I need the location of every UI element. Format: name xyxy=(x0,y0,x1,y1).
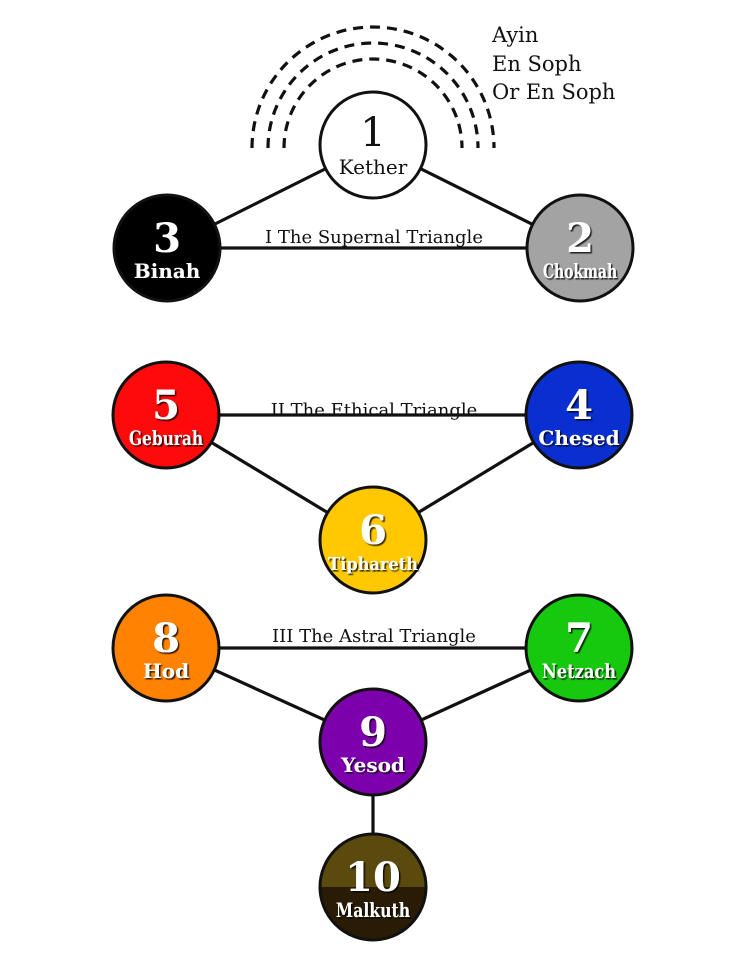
sephirah-number: 1 xyxy=(360,110,385,156)
sephirah-circle xyxy=(524,593,634,703)
sephirah-number: 2 xyxy=(566,215,594,262)
sephirah-name: Chokmah xyxy=(543,259,618,283)
sephirah-number: 7 xyxy=(565,615,593,662)
veil-label-or-en-soph: Or En Soph xyxy=(492,80,615,104)
sephirah-number: 5 xyxy=(152,382,180,429)
triangle-label-supernal: I The Supernal Triangle xyxy=(265,227,483,248)
sephirah-number: 3 xyxy=(153,215,181,262)
sephirah-number: 10 xyxy=(345,854,401,901)
sephirah-circle xyxy=(524,360,634,470)
sephirah-name: Yesod xyxy=(340,753,405,777)
veil-arc xyxy=(282,57,464,149)
sephirah-circle xyxy=(318,687,428,797)
triangle-label-ethical: II The Ethical Triangle xyxy=(271,400,478,421)
veil-arc xyxy=(250,25,496,149)
sephirah-number: 9 xyxy=(359,709,387,756)
sephirah-name: Kether xyxy=(339,155,408,179)
sephirah-name: Geburah xyxy=(129,426,204,450)
sephirah-circle xyxy=(318,485,428,595)
triangle-labels: I The Supernal Triangle II The Ethical T… xyxy=(265,227,483,647)
sephirah-name: Binah xyxy=(134,259,201,283)
sephirah-number: 6 xyxy=(359,507,387,554)
sephirah-name: Tiphareth xyxy=(328,554,418,575)
sephirah-circle xyxy=(318,832,428,942)
sephirah-circle xyxy=(111,360,221,470)
veil-label-ayin: Ayin xyxy=(491,23,538,47)
sephirah-name: Chesed xyxy=(538,426,619,450)
sephirah-name: Malkuth xyxy=(336,898,411,922)
sephirah-circle xyxy=(111,593,221,703)
sephirah-name: Hod xyxy=(143,659,189,683)
sephirah-number: 8 xyxy=(152,615,180,662)
sephirah-circle xyxy=(525,193,635,303)
triangle-label-astral: III The Astral Triangle xyxy=(272,626,476,647)
veil-arc xyxy=(266,41,480,149)
veil-labels: Ayin En Soph Or En Soph xyxy=(491,23,615,104)
veil-arcs xyxy=(250,25,496,149)
sephirah-number: 4 xyxy=(565,382,593,429)
sephirah-circle xyxy=(318,90,428,200)
veil-label-en-soph: En Soph xyxy=(492,52,582,76)
sephirah-circle xyxy=(112,193,222,303)
sephirah-name: Netzach xyxy=(542,659,617,683)
